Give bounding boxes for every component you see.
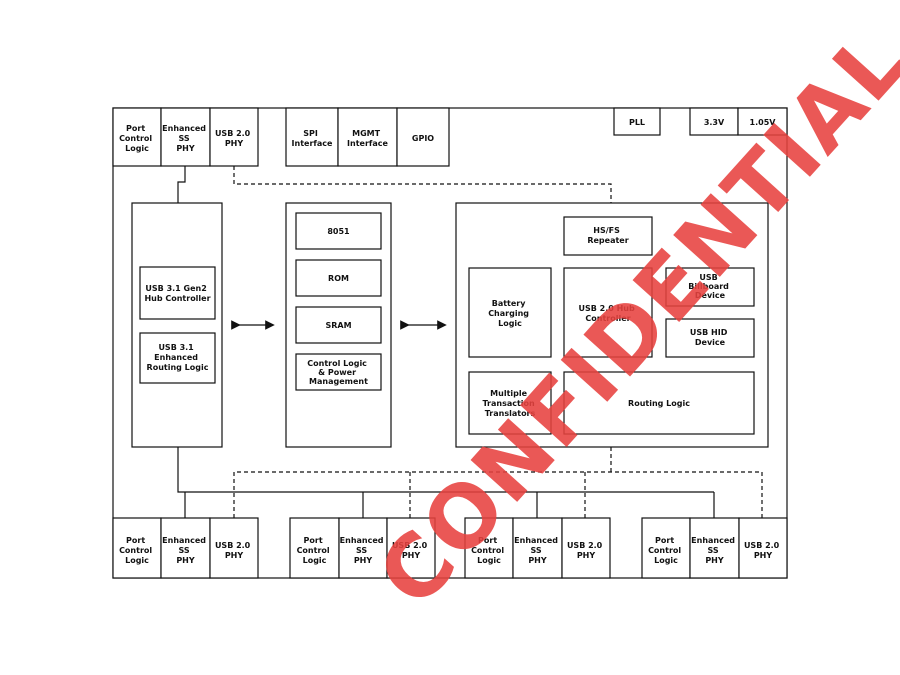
gpio — [396, 107, 450, 167]
port3-enhanced-ss-phy — [512, 517, 563, 579]
usb20-routing-logic — [563, 371, 755, 435]
gpio-label: GPIO — [412, 134, 434, 143]
pll — [613, 107, 661, 136]
port1-usb20-phy — [209, 517, 259, 579]
multiple-transaction-translators-label: Multiple Transaction Translators — [482, 389, 537, 418]
port1-control-logic-label: Port Control Logic — [119, 536, 155, 565]
port4-control-logic — [641, 517, 691, 579]
spi-interface-label: SPI Interface — [292, 129, 333, 148]
cpu-8051-label: 8051 — [327, 227, 350, 236]
port1-enhanced-ss-phy — [160, 517, 211, 579]
usb20-bus — [233, 471, 763, 518]
port2-usb20-phy-label: USB 2.0 PHY — [392, 541, 430, 560]
multiple-transaction-translators — [468, 371, 552, 435]
usb20-hub-controller — [563, 267, 653, 358]
usb20-routing-logic-label: Routing Logic — [628, 399, 690, 408]
control-logic-power-mgmt-label: Control Logic & Power Management — [307, 359, 369, 386]
port4-enhanced-ss-phy-label: Enhanced SS PHY — [691, 536, 738, 565]
port2-control-logic-label: Port Control Logic — [297, 536, 333, 565]
port4-usb20-phy — [738, 517, 788, 579]
usb-hid-device — [665, 318, 755, 358]
usb31-routing-logic — [139, 332, 216, 384]
control-logic-power-mgmt — [295, 353, 382, 391]
usb-billboard-device-label: USB Billboard Device — [688, 273, 731, 300]
bottom-port-1: Port Control Logic Enhanced SS PHY USB 2… — [112, 517, 259, 579]
top-port-control-logic-label: Port Control Logic — [119, 124, 155, 153]
port3-enhanced-ss-phy-label: Enhanced SS PHY — [514, 536, 561, 565]
usb31-hub-controller — [139, 266, 216, 320]
usb-hid-device-label: USB HID Device — [690, 328, 730, 347]
port4-control-logic-label: Port Control Logic — [648, 536, 684, 565]
port2-control-logic — [289, 517, 340, 579]
rom — [295, 259, 382, 297]
sram-label: SRAM — [325, 321, 351, 330]
mgmt-interface-label: MGMT Interface — [347, 129, 388, 148]
supply-1v05 — [737, 107, 788, 136]
rom-label: ROM — [328, 274, 349, 283]
port3-usb20-phy — [561, 517, 611, 579]
usb31-routing-logic-label: USB 3.1 Enhanced Routing Logic — [147, 343, 209, 372]
bottom-port-2: Port Control Logic Enhanced SS PHY USB 2… — [289, 517, 436, 579]
usb-billboard-device — [665, 267, 755, 307]
ss-bus — [177, 447, 714, 493]
supply-1v05-label: 1.05V — [750, 118, 777, 127]
usb31-block — [131, 202, 223, 448]
spi-interface — [285, 107, 339, 167]
bottom-port-4: Port Control Logic Enhanced SS PHY USB 2… — [641, 517, 788, 579]
port2-enhanced-ss-phy — [338, 517, 388, 579]
supply-3v3-label: 3.3V — [704, 118, 725, 127]
link-top-ss-phy — [177, 166, 186, 203]
mgmt-interface — [337, 107, 398, 167]
supply-3v3 — [689, 107, 739, 136]
pll-label: PLL — [629, 118, 645, 127]
battery-charging-logic — [468, 267, 552, 358]
top-usb20-phy — [209, 107, 259, 167]
bottom-port-3: Port Control Logic Enhanced SS PHY USB 2… — [464, 517, 611, 579]
port1-usb20-phy-label: USB 2.0 PHY — [215, 541, 253, 560]
battery-charging-logic-label: Battery Charging Logic — [488, 299, 532, 328]
hsfs-repeater — [563, 216, 653, 256]
cpu-8051 — [295, 212, 382, 250]
top-enhanced-ss-phy-label: Enhanced SS PHY — [162, 124, 209, 153]
top-port-control-logic — [112, 107, 162, 167]
usb20-hub-controller-label: USB 2.0 Hub Controller — [578, 304, 637, 323]
link-top-usb20-phy — [233, 166, 612, 203]
usb31-hub-controller-label: USB 3.1 Gen2 Hub Controller — [144, 284, 210, 303]
top-usb20-phy-label: USB 2.0 PHY — [215, 129, 253, 148]
port2-enhanced-ss-phy-label: Enhanced SS PHY — [340, 536, 387, 565]
port3-control-logic — [464, 517, 514, 579]
port4-usb20-phy-label: USB 2.0 PHY — [744, 541, 782, 560]
port2-usb20-phy — [386, 517, 436, 579]
port3-control-logic-label: Port Control Logic — [471, 536, 507, 565]
sram — [295, 306, 382, 344]
port4-enhanced-ss-phy — [689, 517, 740, 579]
hsfs-repeater-label: HS/FS Repeater — [587, 226, 628, 245]
port3-usb20-phy-label: USB 2.0 PHY — [567, 541, 605, 560]
port1-enhanced-ss-phy-label: Enhanced SS PHY — [162, 536, 209, 565]
